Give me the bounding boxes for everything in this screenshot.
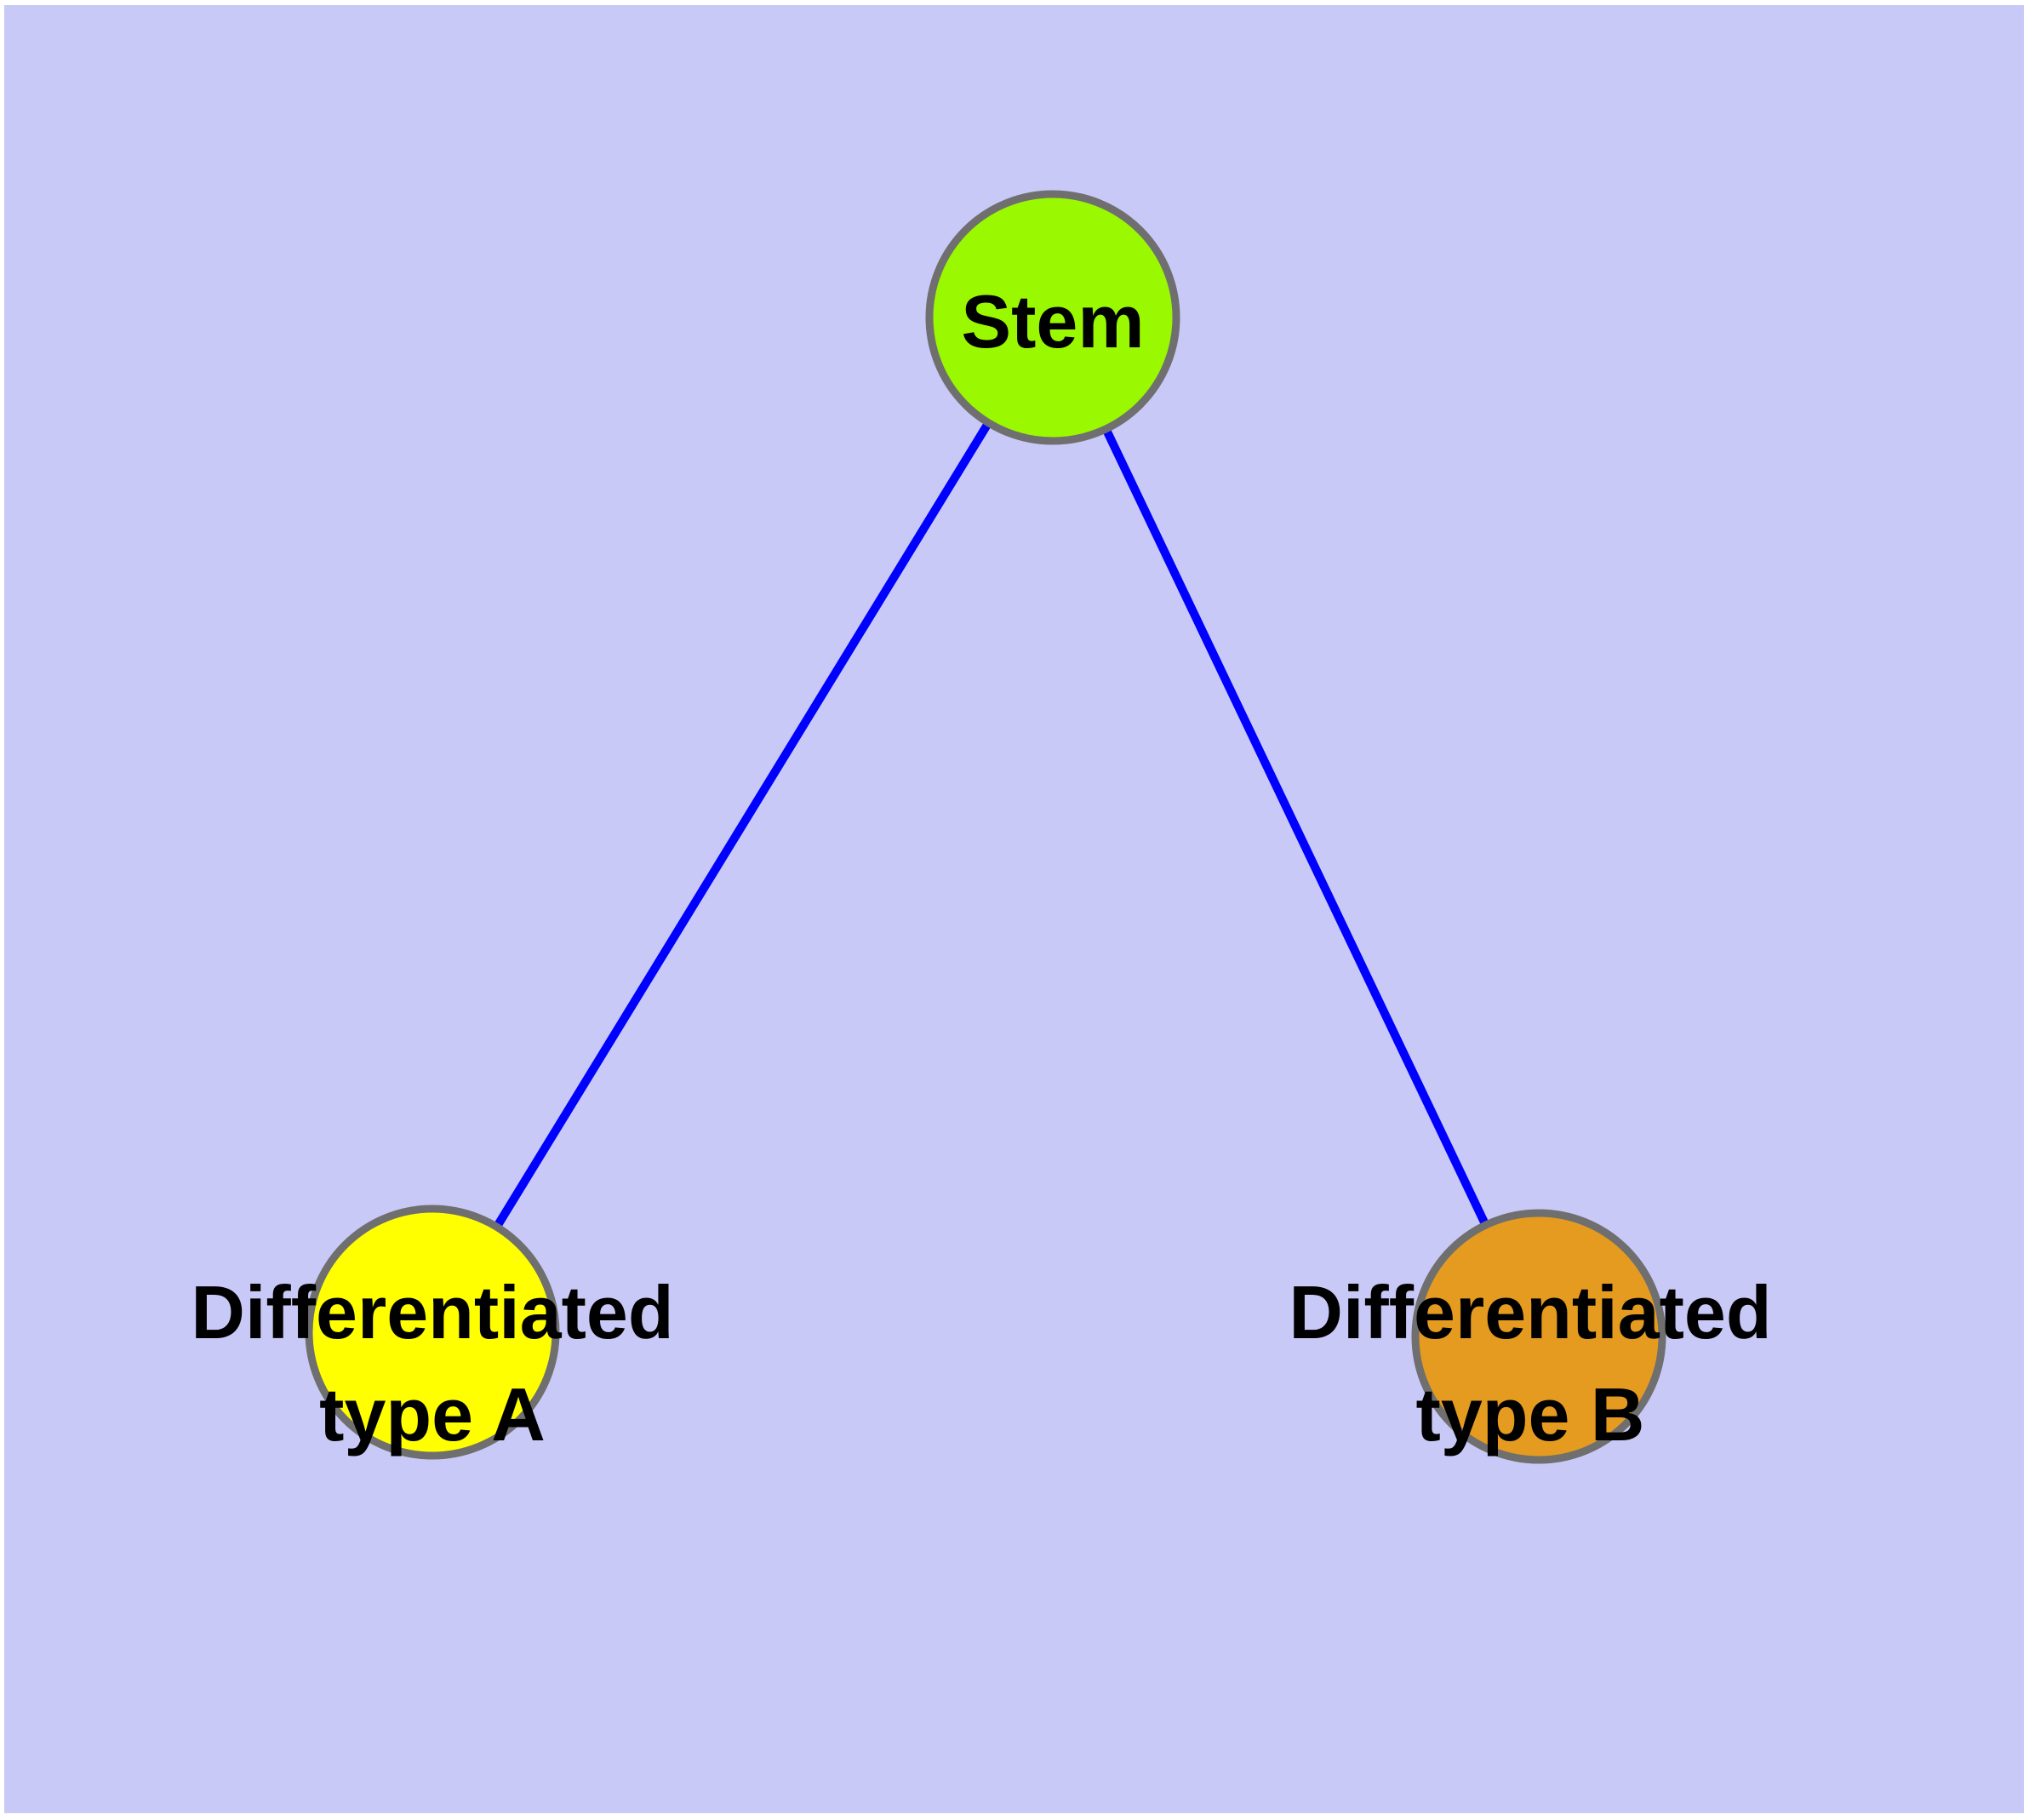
stem-node-label: Stem bbox=[961, 279, 1144, 363]
stem-node bbox=[925, 190, 1180, 445]
edge-stem-to-type-a bbox=[428, 315, 1057, 1335]
differentiated-type-b-label-line2: type B bbox=[1416, 1372, 1645, 1457]
edge-stem-to-type-b bbox=[1049, 315, 1543, 1339]
differentiated-type-a-label-line2: type A bbox=[319, 1372, 546, 1457]
differentiated-type-a-node bbox=[305, 1205, 560, 1460]
differentiated-type-b-node bbox=[1411, 1209, 1666, 1464]
differentiated-type-b-label-line1: Differentiated bbox=[1289, 1270, 1771, 1354]
differentiated-type-a-label-line1: Differentiated bbox=[191, 1270, 673, 1354]
